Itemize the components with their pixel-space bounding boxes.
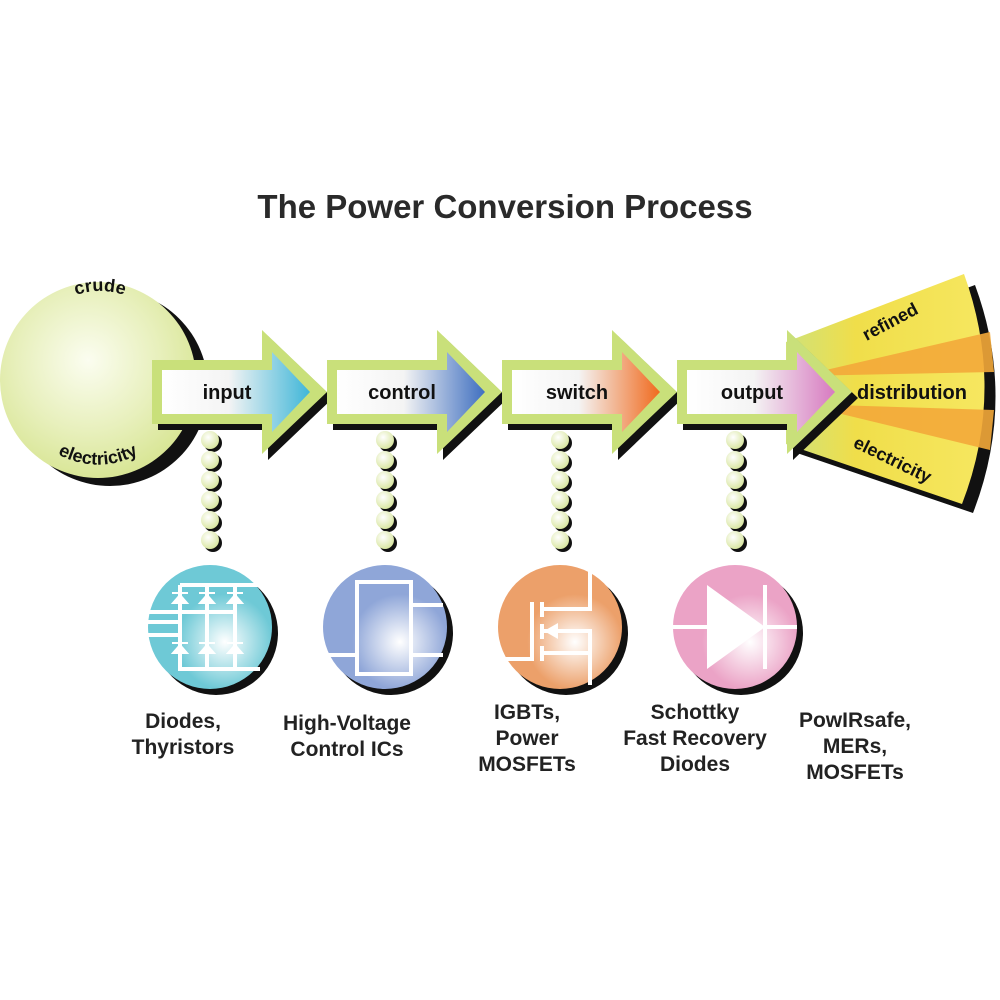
chain-bead bbox=[376, 531, 394, 549]
chain-bead bbox=[726, 451, 744, 469]
chain-bead bbox=[551, 491, 569, 509]
stage-label-control: control bbox=[368, 382, 436, 404]
chain-bead bbox=[726, 511, 744, 529]
diagram-title: The Power Conversion Process bbox=[257, 188, 752, 225]
bead-chain-input bbox=[201, 431, 222, 552]
bead-chain-output bbox=[726, 431, 747, 552]
stage-arrow-input: input bbox=[152, 330, 333, 460]
chain-bead bbox=[726, 531, 744, 549]
stage-label-input: input bbox=[203, 382, 252, 404]
chain-bead bbox=[201, 451, 219, 469]
diode-icon bbox=[673, 565, 803, 695]
chain-bead bbox=[376, 471, 394, 489]
stage-label-switch: switch bbox=[546, 382, 608, 404]
bead-chain-control bbox=[376, 431, 397, 552]
mosfet-transistor-icon bbox=[498, 565, 628, 695]
control-ic-block-icon bbox=[323, 565, 453, 695]
chain-bead bbox=[201, 531, 219, 549]
chain-bead bbox=[726, 491, 744, 509]
chain-bead bbox=[551, 451, 569, 469]
chain-bead bbox=[726, 431, 744, 449]
chain-bead bbox=[551, 511, 569, 529]
chain-bead bbox=[201, 491, 219, 509]
chain-bead bbox=[551, 431, 569, 449]
stage-arrow-output: output bbox=[677, 330, 858, 460]
chain-bead bbox=[201, 431, 219, 449]
bead-chain-switch bbox=[551, 431, 572, 552]
chain-bead bbox=[376, 451, 394, 469]
diode-bridge-rectifier-icon bbox=[148, 565, 278, 695]
chain-bead bbox=[201, 471, 219, 489]
distribution-fan: distribution refined electricity bbox=[786, 274, 996, 513]
chain-bead bbox=[376, 431, 394, 449]
chain-bead bbox=[551, 471, 569, 489]
caption-input: Diodes,Thyristors bbox=[132, 710, 235, 759]
chain-bead bbox=[376, 511, 394, 529]
chain-bead bbox=[551, 531, 569, 549]
stage-arrow-control: control bbox=[327, 330, 508, 460]
stage-label-output: output bbox=[721, 382, 784, 404]
chain-bead bbox=[726, 471, 744, 489]
distribution-middle-label: distribution bbox=[857, 382, 967, 404]
source-sphere: crude electricity bbox=[0, 275, 208, 486]
source-top-label: crude bbox=[72, 275, 129, 299]
chain-bead bbox=[201, 511, 219, 529]
stage-arrow-switch: switch bbox=[502, 330, 683, 460]
caption-distribution: PowIRsafe,MERs,MOSFETs bbox=[799, 709, 911, 784]
chain-bead bbox=[376, 491, 394, 509]
